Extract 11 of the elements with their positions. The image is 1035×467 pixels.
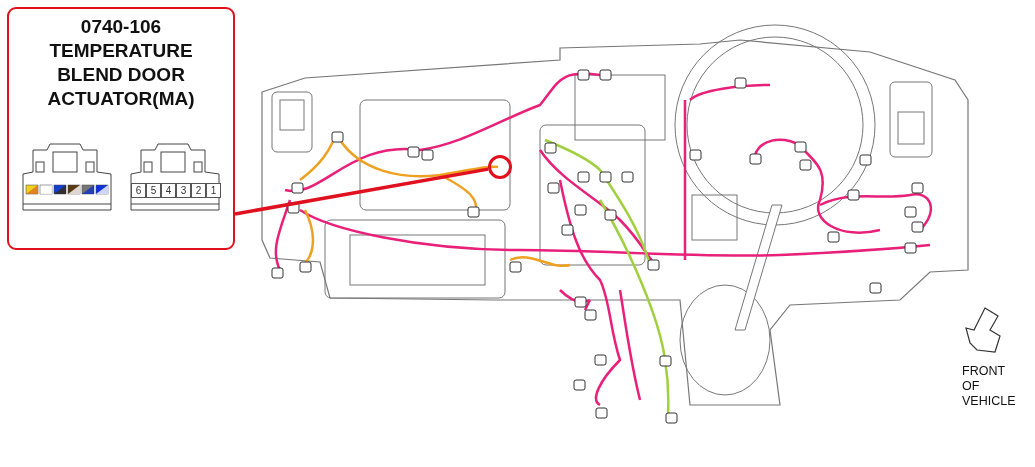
- highlight-circle: [488, 155, 512, 179]
- leader-line: [234, 167, 489, 216]
- pin-number: 4: [161, 183, 176, 198]
- direction-label: FRONT OF VEHICLE: [962, 364, 1017, 409]
- pin-number: 1: [206, 183, 221, 198]
- pin-number: 2: [191, 183, 206, 198]
- connector-title: 0740-106 TEMPERATURE BLEND DOOR ACTUATOR(MA): [46, 15, 196, 111]
- pin-number: 3: [176, 183, 191, 198]
- pin-number: 5: [146, 183, 161, 198]
- callout-box: [7, 7, 235, 250]
- pin-number: 6: [131, 183, 146, 198]
